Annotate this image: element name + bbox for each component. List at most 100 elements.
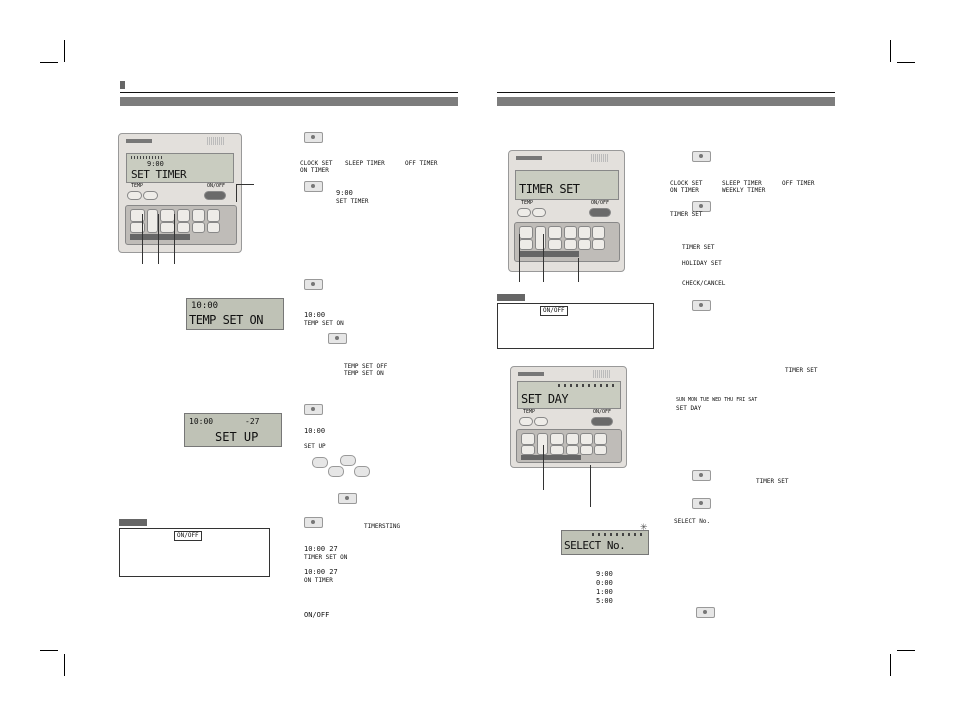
step-button[interactable] <box>692 498 711 509</box>
key[interactable] <box>130 222 145 233</box>
key[interactable] <box>580 445 593 455</box>
temp-up-button[interactable] <box>143 191 158 200</box>
key[interactable] <box>578 226 591 239</box>
key[interactable] <box>519 226 533 239</box>
step-button[interactable] <box>304 279 323 290</box>
note-box: ON/OFF <box>497 303 654 349</box>
temp-set-off-label: TEMP SET OFF <box>344 363 388 370</box>
callout-line <box>543 234 544 282</box>
lcd-segments <box>131 156 163 159</box>
onoff-key-label: ON/OFF <box>304 611 330 619</box>
onoff-button[interactable] <box>204 191 226 200</box>
crop-mark <box>897 650 915 651</box>
step-button[interactable] <box>692 300 711 311</box>
key[interactable] <box>564 239 577 250</box>
key[interactable] <box>550 445 564 455</box>
key[interactable] <box>519 239 533 250</box>
set-timer-label: SET TIMER <box>336 198 369 205</box>
key[interactable] <box>207 209 220 222</box>
key[interactable] <box>537 433 548 455</box>
key[interactable] <box>592 239 605 250</box>
step-button[interactable] <box>304 132 323 143</box>
remote-controller: 9:00 SET TIMER TEMP ON/OFF <box>118 133 242 253</box>
off-timer-label: OFF TIMER <box>782 180 815 187</box>
temp-set-on-label: TEMP SET ON <box>304 320 344 327</box>
key[interactable] <box>566 445 579 455</box>
key[interactable] <box>147 209 158 233</box>
temp-up-button[interactable] <box>532 208 546 217</box>
lcd-time: 10:00 <box>191 301 219 311</box>
header-rule <box>120 92 458 93</box>
step-button[interactable] <box>338 493 357 504</box>
crop-mark <box>40 650 58 651</box>
key[interactable] <box>578 239 591 250</box>
temp-up-button[interactable] <box>534 417 548 426</box>
key[interactable] <box>207 222 220 233</box>
key[interactable] <box>594 445 607 455</box>
onoff-label: ON/OFF <box>593 409 612 415</box>
onoff-label: ON/OFF <box>591 200 610 206</box>
key[interactable] <box>564 226 577 239</box>
onoff-button[interactable] <box>589 208 611 217</box>
key[interactable] <box>177 209 190 222</box>
step-button[interactable] <box>328 333 347 344</box>
key[interactable] <box>548 239 562 250</box>
step-button[interactable] <box>696 607 715 618</box>
onoff-key-label: ON/OFF <box>174 531 202 541</box>
key[interactable] <box>594 433 607 445</box>
keypad <box>516 429 622 463</box>
step-button[interactable] <box>692 151 711 162</box>
key[interactable] <box>566 433 579 445</box>
key-strip <box>130 234 190 240</box>
key[interactable] <box>521 445 535 455</box>
holiday-set-label: HOLIDAY SET <box>682 260 722 267</box>
off-timer-label: OFF TIMER <box>405 160 438 167</box>
time-label: 10:00 <box>304 427 326 435</box>
step-button[interactable] <box>304 517 323 528</box>
temp-down-button[interactable] <box>127 191 142 200</box>
header-band <box>497 97 835 106</box>
step-button[interactable] <box>692 201 711 212</box>
on-timer-label: ON TIMER <box>304 577 333 584</box>
lcd-time: 10:00 <box>189 417 214 426</box>
key[interactable] <box>192 209 205 222</box>
lcd-message: SET DAY <box>521 392 569 406</box>
step-button[interactable] <box>692 470 711 481</box>
weekly-timer-label: WEEKLY TIMER <box>722 187 766 194</box>
lcd-segments <box>592 533 642 536</box>
key[interactable] <box>550 433 564 445</box>
temp-down-button[interactable] <box>517 208 531 217</box>
callout-line <box>236 184 237 202</box>
key[interactable] <box>130 209 145 222</box>
time-label: 9:00 <box>596 570 613 578</box>
select-no-label: SELECT No. <box>674 518 711 525</box>
temp-down-button[interactable] <box>519 417 533 426</box>
key[interactable] <box>177 222 190 233</box>
right-icon <box>354 466 370 477</box>
key[interactable] <box>192 222 205 233</box>
step-button[interactable] <box>304 404 323 415</box>
onoff-label: ON/OFF <box>207 183 226 189</box>
lcd-select-no: SELECT No. <box>561 530 649 555</box>
key[interactable] <box>160 209 175 222</box>
days-label: SUN MON TUE WED THU FRI SAT <box>676 397 758 403</box>
header-rule <box>497 92 835 93</box>
key[interactable] <box>521 433 535 445</box>
onoff-button[interactable] <box>591 417 613 426</box>
key[interactable] <box>592 226 605 239</box>
crop-mark <box>64 40 65 62</box>
timer-set-on-label: TIMER SET ON <box>304 554 348 561</box>
lcd-message: SET TIMER <box>131 168 187 181</box>
time-label: 9:00 <box>336 189 353 197</box>
sleep-timer-label: SLEEP TIMER <box>345 160 385 167</box>
callout-line <box>543 445 544 490</box>
key[interactable] <box>160 222 175 233</box>
key[interactable] <box>535 226 546 250</box>
time-temp-label: 10:00 27 <box>304 545 338 553</box>
temp-set-on-label-alt: TEMP SET ON <box>344 370 384 377</box>
lcd-message: TEMP SET ON <box>189 313 263 327</box>
key[interactable] <box>580 433 593 445</box>
step-button[interactable] <box>304 181 323 192</box>
key[interactable] <box>548 226 562 239</box>
crop-mark <box>64 654 65 676</box>
